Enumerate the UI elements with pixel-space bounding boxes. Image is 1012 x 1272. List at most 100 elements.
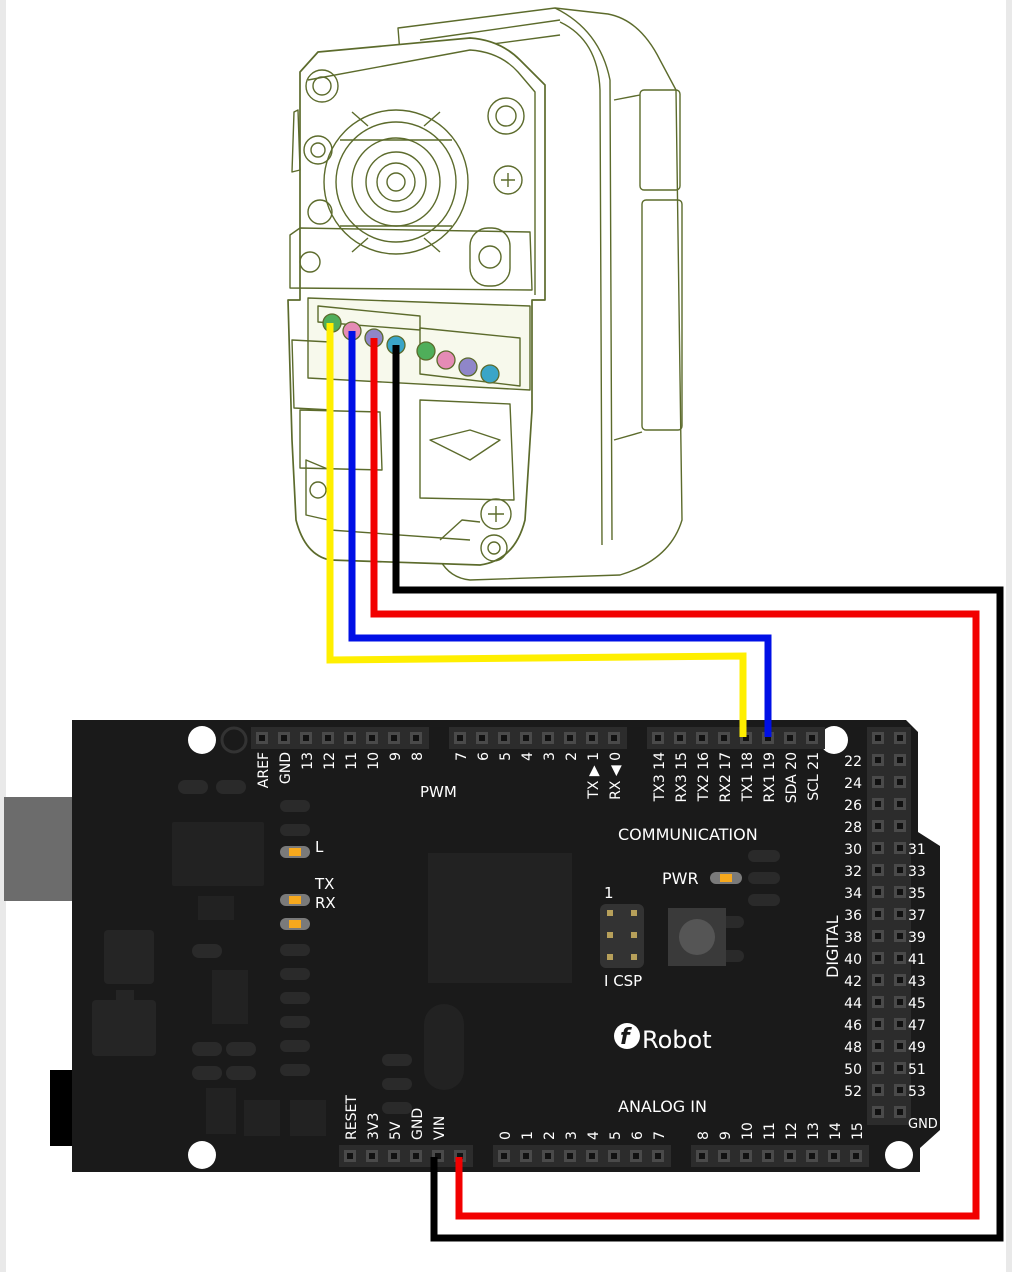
wire-black-gnd: [392, 345, 1004, 1242]
header-label: GND: [410, 1108, 426, 1140]
header-label: 2: [564, 752, 580, 761]
header-top-left: [251, 727, 429, 749]
digital-pin-label: 41: [908, 952, 926, 968]
header-label: RX3 15: [674, 752, 690, 803]
digital-pin-label: 47: [908, 1018, 926, 1034]
header-power: [339, 1145, 473, 1167]
header-label: RX ◀ 0: [608, 752, 624, 800]
analog-in-label: ANALOG IN: [618, 1097, 707, 1116]
brand-name: Robot: [642, 1026, 712, 1054]
header-label: TX ▶ 1: [586, 752, 602, 800]
header-label: 0: [498, 1131, 514, 1140]
header-label: 3: [564, 1131, 580, 1140]
header-pwm: [449, 727, 627, 749]
wire-red-vin: [370, 338, 980, 1220]
digital-pin-label: 35: [908, 886, 926, 902]
digital-pin-label: 24: [844, 776, 862, 792]
mounting-hole: [820, 726, 848, 754]
wire-yellow-tx1: [326, 323, 747, 737]
header-label: SDA 20: [784, 752, 800, 803]
header-label: 5: [498, 752, 514, 761]
header-label: 5: [608, 1131, 624, 1140]
pin-headers: [251, 727, 911, 1167]
header-label: AREF: [256, 752, 272, 788]
digital-pin-label: 34: [844, 886, 862, 902]
header-label: VIN: [432, 1116, 448, 1140]
digital-pin-label: 36: [844, 908, 862, 924]
digital-pin-label: 32: [844, 864, 862, 880]
header-label: TX3 14: [652, 752, 668, 802]
brand-glyph: f: [620, 1025, 632, 1050]
board-components: [92, 780, 780, 1136]
digital-label: DIGITAL: [823, 915, 842, 978]
left-margin-strip: [0, 0, 6, 1272]
header-label: 3: [542, 752, 558, 761]
header-label: 8: [410, 752, 426, 761]
digital-pin-label: 46: [844, 1018, 862, 1034]
header-analog-high: [691, 1145, 869, 1167]
right-margin-strip: [1006, 0, 1012, 1272]
digital-pin-label: 31: [908, 842, 926, 858]
servo-pin-5: [416, 341, 436, 361]
digital-pin-label: 53: [908, 1084, 926, 1100]
header-label: 8: [696, 1131, 712, 1140]
header-label: 7: [454, 752, 470, 761]
mounting-hole: [188, 726, 216, 754]
header-label: SCL 21: [806, 752, 822, 801]
servo-motor: [287, 7, 683, 581]
header-communication: [647, 727, 825, 749]
digital-pin-label: 44: [844, 996, 862, 1012]
header-label: 2: [542, 1131, 558, 1140]
digital-pin-label: 39: [908, 930, 926, 946]
status-leds: [280, 846, 742, 930]
digital-pin-label: 22: [844, 754, 862, 770]
header-label: TX2 16: [696, 752, 712, 802]
header-digital-even: [867, 727, 889, 1125]
digital-pin-label: 40: [844, 952, 862, 968]
pwr-label: PWR: [662, 869, 699, 888]
header-label: RX2 17: [718, 752, 734, 803]
header-label: RX1 19: [762, 752, 778, 803]
header-label: 13: [300, 752, 316, 770]
header-label: 9: [388, 752, 404, 761]
header-label: 6: [630, 1131, 646, 1140]
header-label: 13: [806, 1122, 822, 1140]
servo-pin-6: [436, 350, 456, 370]
digital-pin-label: 49: [908, 1040, 926, 1056]
header-label: 12: [784, 1122, 800, 1140]
header-label: 4: [586, 1131, 602, 1140]
pwm-label: PWM: [420, 783, 457, 801]
header-digital-odd: [889, 727, 911, 1125]
digital-pin-label: 51: [908, 1062, 926, 1078]
header-label: 14: [828, 1122, 844, 1140]
digital-pin-label: 28: [844, 820, 862, 836]
header-label: RESET: [344, 1095, 360, 1140]
led-rx-label: RX: [315, 894, 336, 912]
digital-pin-label: 26: [844, 798, 862, 814]
header-label: 11: [762, 1122, 778, 1140]
servo-connector-pins: [322, 313, 500, 384]
servo-pin-8: [480, 364, 500, 384]
header-label: 11: [344, 752, 360, 770]
usb-connector: [4, 797, 72, 901]
header-label: TX1 18: [740, 752, 756, 802]
led-l-label: L: [315, 838, 324, 856]
communication-label: COMMUNICATION: [618, 825, 758, 844]
digital-pin-label: 42: [844, 974, 862, 990]
servo-pin-7: [458, 357, 478, 377]
header-label: GND: [278, 752, 294, 784]
icsp-label: I CSP: [604, 972, 642, 990]
header-analog-low: [493, 1145, 671, 1167]
header-label: 6: [476, 752, 492, 761]
digital-pin-label: 38: [844, 930, 862, 946]
wire-blue-rx1: [348, 331, 772, 737]
digital-pin-label: 30: [844, 842, 862, 858]
mcu-chip: [428, 853, 572, 983]
digital-pin-label: 52: [844, 1084, 862, 1100]
digital-pin-label: 45: [908, 996, 926, 1012]
header-label: 10: [366, 752, 382, 770]
header-label: 4: [520, 752, 536, 761]
header-label: 9: [718, 1131, 734, 1140]
digital-pin-label: 33: [908, 864, 926, 880]
